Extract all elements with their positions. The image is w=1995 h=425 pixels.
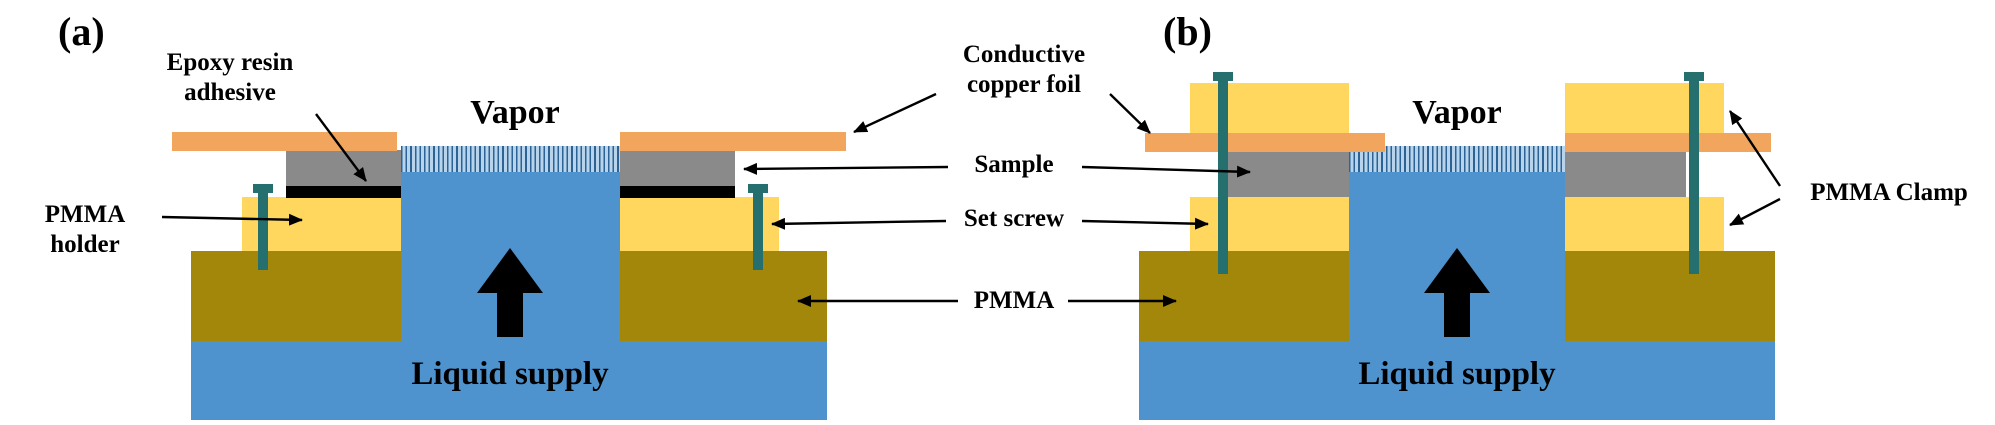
pmma-holder-b-left (1190, 197, 1349, 251)
liquid-reservoir-b (1139, 340, 1775, 420)
copper-foil-b-right (1565, 133, 1771, 152)
up-arrow-head-icon (477, 248, 543, 293)
set-screw-annotation-label: Set screw (963, 205, 1065, 232)
sample-a-right (620, 150, 735, 188)
vapor-label-a: Vapor (470, 94, 560, 131)
set-screw-b-right (1684, 72, 1704, 274)
epoxy-layer-a-right (620, 186, 735, 198)
pmma-clamp-annotation-label: PMMA Clamp (1810, 179, 1968, 206)
set-screw-head-icon (1213, 72, 1233, 81)
up-arrow-shaft (1444, 293, 1470, 337)
set-screw-arrow-to-a (771, 217, 947, 230)
set-screw-a-left (253, 184, 273, 270)
copper-foil-a-left (172, 132, 397, 151)
set-screw-a-right (748, 184, 768, 270)
copper-foil-annotation-label: Conductive copper foil (920, 40, 1128, 100)
epoxy-annotation-line1: Epoxy resin (166, 49, 294, 76)
sample-b-left (1228, 152, 1349, 197)
set-screw-shaft (1689, 80, 1699, 274)
vapor-label-b: Vapor (1412, 94, 1502, 131)
pmma-holder-a-left (242, 197, 401, 251)
porous-membrane-b (1349, 146, 1565, 172)
pmma-clamp-arrow-bottom (1729, 197, 1781, 227)
up-arrow-shaft (497, 293, 523, 337)
copper-foil-annotation-line2: copper foil (966, 71, 1082, 98)
epoxy-layer-a-left (286, 186, 401, 198)
liquid-flow-arrow-a (477, 248, 543, 337)
sample-b-right (1565, 152, 1686, 197)
set-screw-head-icon (1684, 72, 1704, 81)
copper-foil-b-left (1145, 133, 1385, 152)
set-screw-head-icon (748, 184, 768, 193)
pmma-base-a-left (191, 251, 401, 341)
sample-a-left (286, 150, 401, 188)
set-screw-shaft (753, 192, 763, 270)
set-screw-shaft (258, 192, 268, 270)
sample-arrow-to-a (743, 162, 949, 175)
pmma-holder-a-right (620, 197, 779, 251)
liquid-supply-label-b: Liquid supply (1358, 356, 1556, 392)
up-arrow-head-icon (1424, 248, 1490, 293)
epoxy-annotation-line2: adhesive (184, 79, 276, 106)
copper-foil-annotation-line1: Conductive (962, 41, 1086, 68)
panel-b-tag: (b) (1163, 9, 1212, 54)
set-screw-head-icon (253, 184, 273, 193)
pmma-holder-annotation-label: PMMA holder (44, 201, 126, 258)
copper-foil-a-right (620, 132, 846, 151)
set-screw-shaft (1218, 80, 1228, 274)
epoxy-annotation-label: Epoxy resin adhesive (135, 48, 325, 108)
pmma-base-b-right (1565, 251, 1775, 341)
liquid-reservoir-a (191, 340, 827, 420)
pmma-base-a-right (620, 251, 827, 341)
porous-membrane-a (401, 146, 620, 172)
pmma-clamp-b-left (1190, 83, 1349, 133)
pmma-annotation-label: PMMA (973, 287, 1055, 314)
set-screw-b-left (1213, 72, 1233, 274)
pmma-base-b-left (1139, 251, 1349, 341)
sample-annotation-label: Sample (974, 151, 1054, 178)
liquid-supply-label-a: Liquid supply (411, 356, 609, 392)
liquid-flow-arrow-b (1424, 248, 1490, 337)
panel-a-tag: (a) (58, 9, 105, 54)
